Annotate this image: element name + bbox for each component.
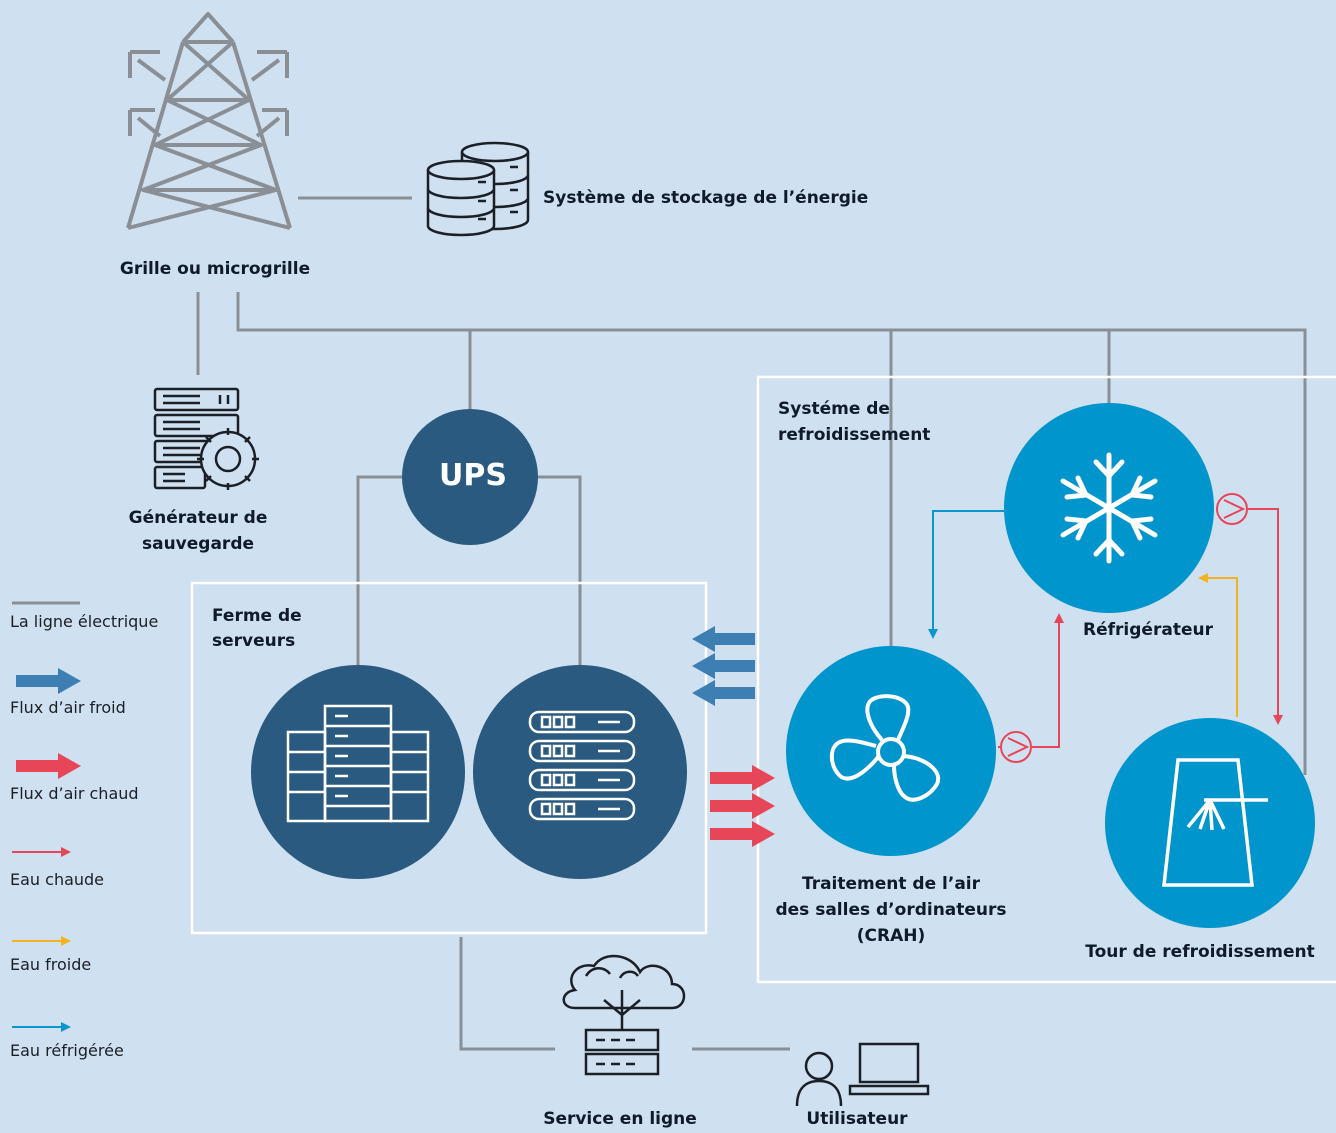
- user-icon: [795, 1042, 930, 1107]
- legend-label-hot-air: Flux d’air chaud: [10, 784, 139, 803]
- legend-label-warm-water: Eau froide: [10, 955, 92, 974]
- legend-label-chilled-water: Eau réfrigérée: [10, 1041, 124, 1060]
- chilled-water-pipe: [928, 510, 1004, 639]
- legend-swatch-cold-air: [16, 668, 81, 694]
- cooling-system-label-line2: refroidissement: [778, 425, 931, 445]
- server-rack-circle: [251, 665, 465, 879]
- crah-label-line3: (CRAH): [856, 926, 926, 946]
- cooling-system-label-line1: Systéme de: [778, 399, 890, 419]
- server-farm-label-line1: Ferme de: [212, 606, 302, 626]
- generator-label-line1: Générateur de: [128, 508, 268, 528]
- backup-generator-icon: [153, 387, 259, 490]
- server-unit-icon: [528, 710, 636, 821]
- hot-water-pipe-crah: [998, 613, 1064, 763]
- crah-label-line1: Traitement de l’air: [801, 874, 981, 894]
- cooling-tower-label: Tour de refroidissement: [1085, 942, 1315, 962]
- chiller-label: Réfrigérateur: [1083, 620, 1213, 640]
- legend-swatch-hot-air: [16, 753, 81, 779]
- online-service-icon: [562, 954, 686, 1076]
- energy-storage-icon: [426, 141, 530, 237]
- cooling-tower-icon: [1162, 758, 1268, 887]
- server-farm-box: [190, 581, 708, 935]
- legend-label-cold-air: Flux d’air froid: [10, 698, 126, 717]
- transmission-tower-icon: [126, 12, 292, 230]
- cooling-system-box: [756, 375, 1336, 984]
- generator-label-line2: sauvegarde: [141, 534, 255, 554]
- legend-label-power-line: La ligne électrique: [10, 612, 159, 631]
- legend-label-hot-water: Eau chaude: [10, 870, 105, 889]
- crah-circle: [786, 646, 996, 856]
- legend: [12, 601, 81, 1032]
- grid-label: Grille ou microgrille: [119, 259, 311, 279]
- warm-water-pipe: [1198, 573, 1238, 717]
- crah-label-line2: des salles d’ordinateurs: [775, 900, 1007, 920]
- ups-circle: [402, 409, 538, 545]
- server-unit-circle: [473, 665, 687, 879]
- server-rack-icon: [286, 704, 430, 823]
- user-label: Utilisateur: [806, 1109, 908, 1129]
- fan-icon: [829, 694, 941, 802]
- ups-label: UPS: [439, 458, 507, 493]
- hot-air-flow-arrows: [710, 765, 775, 847]
- online-service-label: Service en ligne: [543, 1109, 697, 1129]
- hot-water-pipe-chiller: [1216, 493, 1283, 725]
- snowflake-icon: [1060, 452, 1158, 564]
- server-farm-label-line2: serveurs: [212, 631, 296, 651]
- power-lines: [196, 196, 1307, 1051]
- cold-air-flow-arrows: [692, 626, 755, 706]
- storage-label: Système de stockage de l’énergie: [543, 188, 869, 208]
